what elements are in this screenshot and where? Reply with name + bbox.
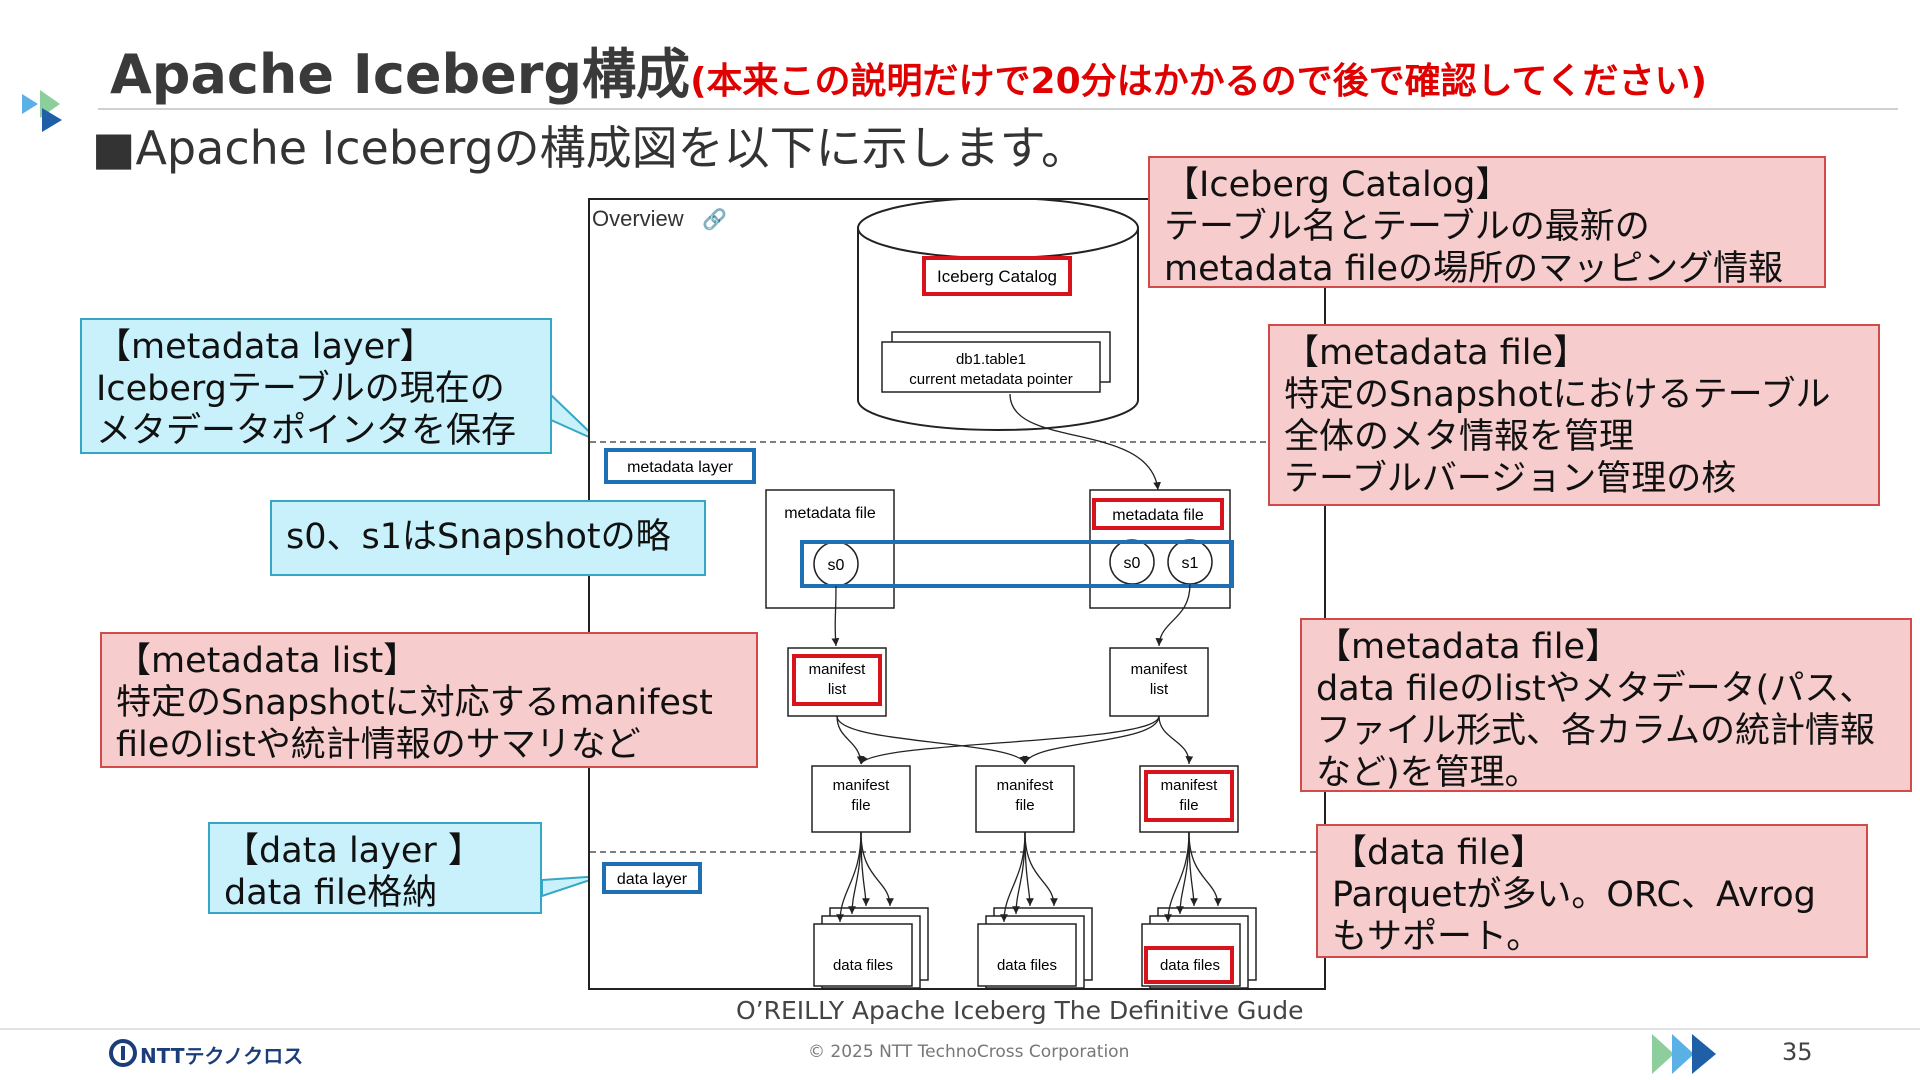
pointer-card: [881, 341, 1101, 393]
callout-data-layer-line1: 【data layer 】: [224, 831, 483, 871]
ntt-logo-icon: [109, 1039, 137, 1067]
company-logo-text: NTTテクノクロス: [140, 1044, 304, 1068]
manifest-file-2: [975, 765, 1075, 833]
data-files-2: [977, 907, 1093, 989]
iceberg-architecture-diagram: Overview 🔗 Iceberg Catalog db1.table1 cu…: [588, 197, 1328, 990]
manifest-file-1: [811, 765, 911, 833]
manifest-file-2-label1: manifest: [997, 777, 1055, 794]
snapshot-highlight-box: [800, 540, 1234, 588]
catalog-cylinder: [857, 197, 1139, 431]
metadata-file-right-box: [1092, 498, 1224, 530]
slide-arrow-icon: [22, 90, 62, 132]
overview-label: Overview: [592, 206, 684, 231]
manifest-list-right-label1: manifest: [1131, 661, 1189, 678]
link-icon: 🔗: [702, 207, 727, 231]
callout-snapshot-line1: s0、s1はSnapshotの略: [286, 517, 671, 557]
callout-data-layer-line2: data file格納: [224, 873, 438, 913]
callout-metadata-file: 【metadata file】 特定のSnapshotにおけるテーブル 全体のメ…: [1268, 324, 1880, 506]
callout-data-file-line1: 【data file】: [1332, 833, 1546, 873]
diagram-canvas: Overview 🔗 Iceberg Catalog db1.table1 cu…: [590, 197, 1328, 989]
data-layer-box: [602, 862, 702, 894]
callout-manifest-file-line4: など)を管理。: [1316, 753, 1540, 793]
page-number: 35: [1782, 1038, 1813, 1066]
callout-manifest-file-line2: data fileのlistやメタデータ(パス、: [1316, 669, 1875, 709]
data-layer-tag: data layer: [617, 871, 688, 888]
footer-arrows-icon: [1652, 1034, 1716, 1074]
snapshot-s0-left-label: s0: [828, 557, 845, 574]
manifest-file-3-label2: file: [1179, 797, 1198, 814]
pointer-table: db1.table1: [956, 351, 1026, 368]
page-title: Apache Iceberg構成(本来この説明だけで20分はかかるので後で確認し…: [110, 30, 1707, 109]
copyright: © 2025 NTT TechnoCross Corporation: [808, 1042, 1130, 1062]
flow-arrows: [831, 393, 1222, 923]
callout-data-file: 【data file】 Parquetが多い。ORC、Avrog もサポート。: [1316, 824, 1868, 958]
callout-manifest-file-line3: ファイル形式、各カラムの統計情報: [1316, 711, 1875, 751]
catalog-label: Iceberg Catalog: [937, 267, 1057, 286]
metadata-layer-tag: metadata layer: [627, 459, 734, 476]
callout-data-file-line2: Parquetが多い。ORC、Avrog: [1332, 875, 1816, 915]
callout-iceberg-catalog: 【Iceberg Catalog】 テーブル名とテーブルの最新の metadat…: [1148, 156, 1826, 289]
snapshot-s0-right-label: s0: [1124, 555, 1141, 572]
manifest-file-1-label2: file: [851, 797, 870, 814]
callout-data-layer: 【data layer 】 data file格納: [208, 822, 542, 914]
manifest-list-right: [1109, 647, 1209, 717]
footer-divider: [0, 1028, 1920, 1030]
callout-catalog-line2: テーブル名とテーブルの最新の: [1164, 207, 1650, 247]
callout-snapshot: s0、s1はSnapshotの略: [270, 500, 706, 576]
title-note: (本来この説明だけで20分はかかるので後で確認してください): [690, 61, 1707, 102]
title-main: Apache Iceberg構成: [110, 43, 691, 106]
callout-metadata-layer-line1: 【metadata layer】: [96, 327, 435, 367]
source-caption: O’REILLY Apache Iceberg The Definitive G…: [736, 996, 1304, 1025]
manifest-file-1-label1: manifest: [833, 777, 891, 794]
callout-catalog-line3: metadata fileの場所のマッピング情報: [1164, 249, 1784, 289]
data-files-1: [813, 907, 929, 989]
snapshot-s1-right-label: s1: [1182, 555, 1199, 572]
callout-metadata-list-line1: 【metadata list】: [116, 641, 419, 681]
callout-metadata-list: 【metadata list】 特定のSnapshotに対応するmanifest…: [100, 632, 758, 768]
manifest-list-left-label1: manifest: [809, 661, 867, 678]
metadata-layer-box: [604, 448, 756, 484]
callout-metadata-file-line2: 特定のSnapshotにおけるテーブル: [1284, 375, 1831, 415]
callout-metadata-list-line3: fileのlistや統計情報のサマリなど: [116, 725, 641, 765]
manifest-file-3-label1: manifest: [1161, 777, 1219, 794]
data-files-2-label: data files: [997, 957, 1057, 974]
data-files-1-label: data files: [833, 957, 893, 974]
manifest-file-2-label2: file: [1015, 797, 1034, 814]
callout-metadata-list-line2: 特定のSnapshotに対応するmanifest: [116, 683, 713, 723]
pointer-text: current metadata pointer: [909, 371, 1072, 388]
metadata-file-left-label: metadata file: [784, 505, 876, 522]
callout-metadata-layer-line2: Icebergテーブルの現在の: [96, 369, 505, 409]
catalog-label-box: [922, 256, 1072, 296]
callout-manifest-file-line1: 【metadata file】: [1316, 627, 1621, 667]
title-divider: [98, 108, 1898, 110]
callout-metadata-layer-line3: メタデータポインタを保存: [96, 411, 517, 451]
manifest-list-right-label2: list: [1150, 681, 1169, 698]
callout-metadata-file-line1: 【metadata file】: [1284, 333, 1589, 373]
manifest-list-left-label2: list: [828, 681, 847, 698]
callout-metadata-file-line4: テーブルバージョン管理の核: [1284, 459, 1737, 499]
callout-metadata-layer: 【metadata layer】 Icebergテーブルの現在の メタデータポイ…: [80, 318, 552, 454]
data-files-3-label: data files: [1160, 957, 1220, 974]
callout-metadata-file-line3: 全体のメタ情報を管理: [1284, 417, 1635, 457]
callout-catalog-line1: 【Iceberg Catalog】: [1164, 165, 1511, 205]
data-files-3-box: [1144, 946, 1234, 984]
callout-manifest-file: 【metadata file】 data fileのlistやメタデータ(パス、…: [1300, 618, 1912, 793]
manifest-list-left-box: [792, 654, 882, 706]
bullet-text: ■Apache Icebergの構成図を以下に示します。: [92, 121, 1088, 175]
callout-data-file-line3: もサポート。: [1332, 917, 1542, 957]
manifest-file-3-box: [1144, 770, 1234, 822]
metadata-file-right-label: metadata file: [1112, 507, 1204, 524]
